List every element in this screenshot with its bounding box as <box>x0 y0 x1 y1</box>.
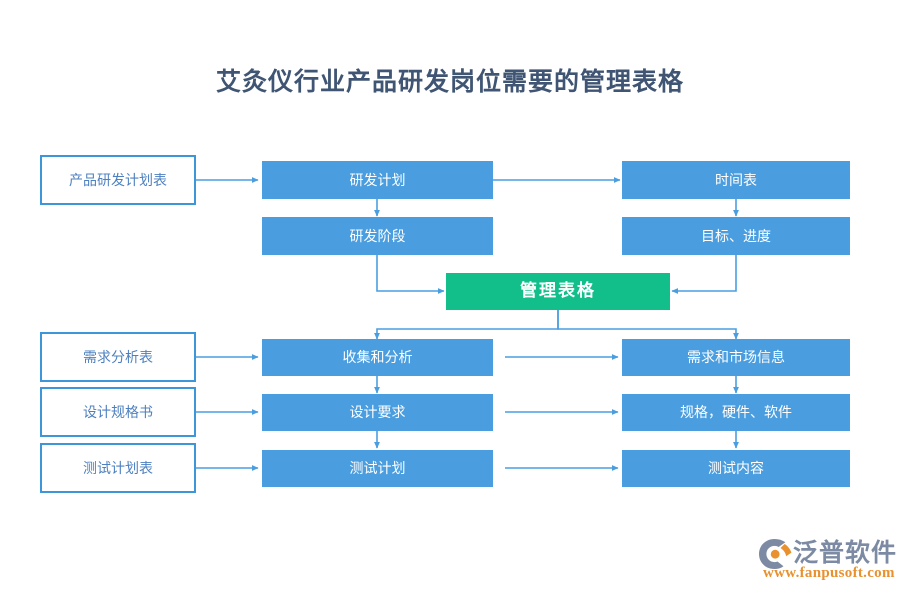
fanpu-logo-icon <box>759 539 792 569</box>
brand-logo: 泛普软件 www.fanpusoft.com <box>757 531 897 589</box>
node-design-requirements[interactable]: 设计要求 <box>262 394 493 431</box>
node-label: 测试计划表 <box>83 459 153 476</box>
node-label: 研发计划 <box>349 171 406 188</box>
node-label: 规格，硬件、软件 <box>680 404 792 421</box>
logo-brand-text: 泛普软件 <box>793 540 898 567</box>
wire-goal-to-center <box>671 255 737 294</box>
node-test-content[interactable]: 测试内容 <box>622 450 850 487</box>
node-test-plan-table[interactable]: 测试计划表 <box>40 443 196 493</box>
node-product-rd-plan-table[interactable]: 产品研发计划表 <box>40 155 196 205</box>
page-title: 艾灸仪行业产品研发岗位需要的管理表格 <box>215 69 684 96</box>
node-label: 设计规格书 <box>83 403 153 420</box>
node-label: 管理表格 <box>520 281 596 301</box>
node-goal-progress[interactable]: 目标、进度 <box>622 217 850 255</box>
node-schedule[interactable]: 时间表 <box>622 161 850 199</box>
node-label: 需求分析表 <box>83 348 153 365</box>
node-spec-hardware-software[interactable]: 规格，硬件、软件 <box>622 394 850 431</box>
wire-rd-stage-to-center <box>376 255 445 294</box>
node-label: 收集和分析 <box>342 349 413 366</box>
node-label: 测试内容 <box>708 460 764 477</box>
node-requirement-analysis-table[interactable]: 需求分析表 <box>40 332 196 382</box>
node-rd-stage[interactable]: 研发阶段 <box>262 217 493 255</box>
logo-url-text: www.fanpusoft.com <box>763 565 895 581</box>
wire-center-to-demand <box>557 310 739 340</box>
node-rd-plan[interactable]: 研发计划 <box>262 161 493 199</box>
node-demand-market-info[interactable]: 需求和市场信息 <box>622 339 850 376</box>
node-label: 目标、进度 <box>701 227 771 244</box>
wire-center-to-collect <box>374 310 559 340</box>
node-label: 需求和市场信息 <box>687 349 785 366</box>
node-management-form[interactable]: 管理表格 <box>446 273 670 310</box>
node-label: 时间表 <box>715 171 757 188</box>
node-design-spec-doc[interactable]: 设计规格书 <box>40 387 196 437</box>
node-label: 设计要求 <box>349 404 406 421</box>
node-test-plan[interactable]: 测试计划 <box>262 450 493 487</box>
node-collect-and-analyze[interactable]: 收集和分析 <box>262 339 493 376</box>
node-label: 产品研发计划表 <box>69 171 167 188</box>
node-label: 测试计划 <box>349 460 406 477</box>
node-label: 研发阶段 <box>349 227 406 244</box>
